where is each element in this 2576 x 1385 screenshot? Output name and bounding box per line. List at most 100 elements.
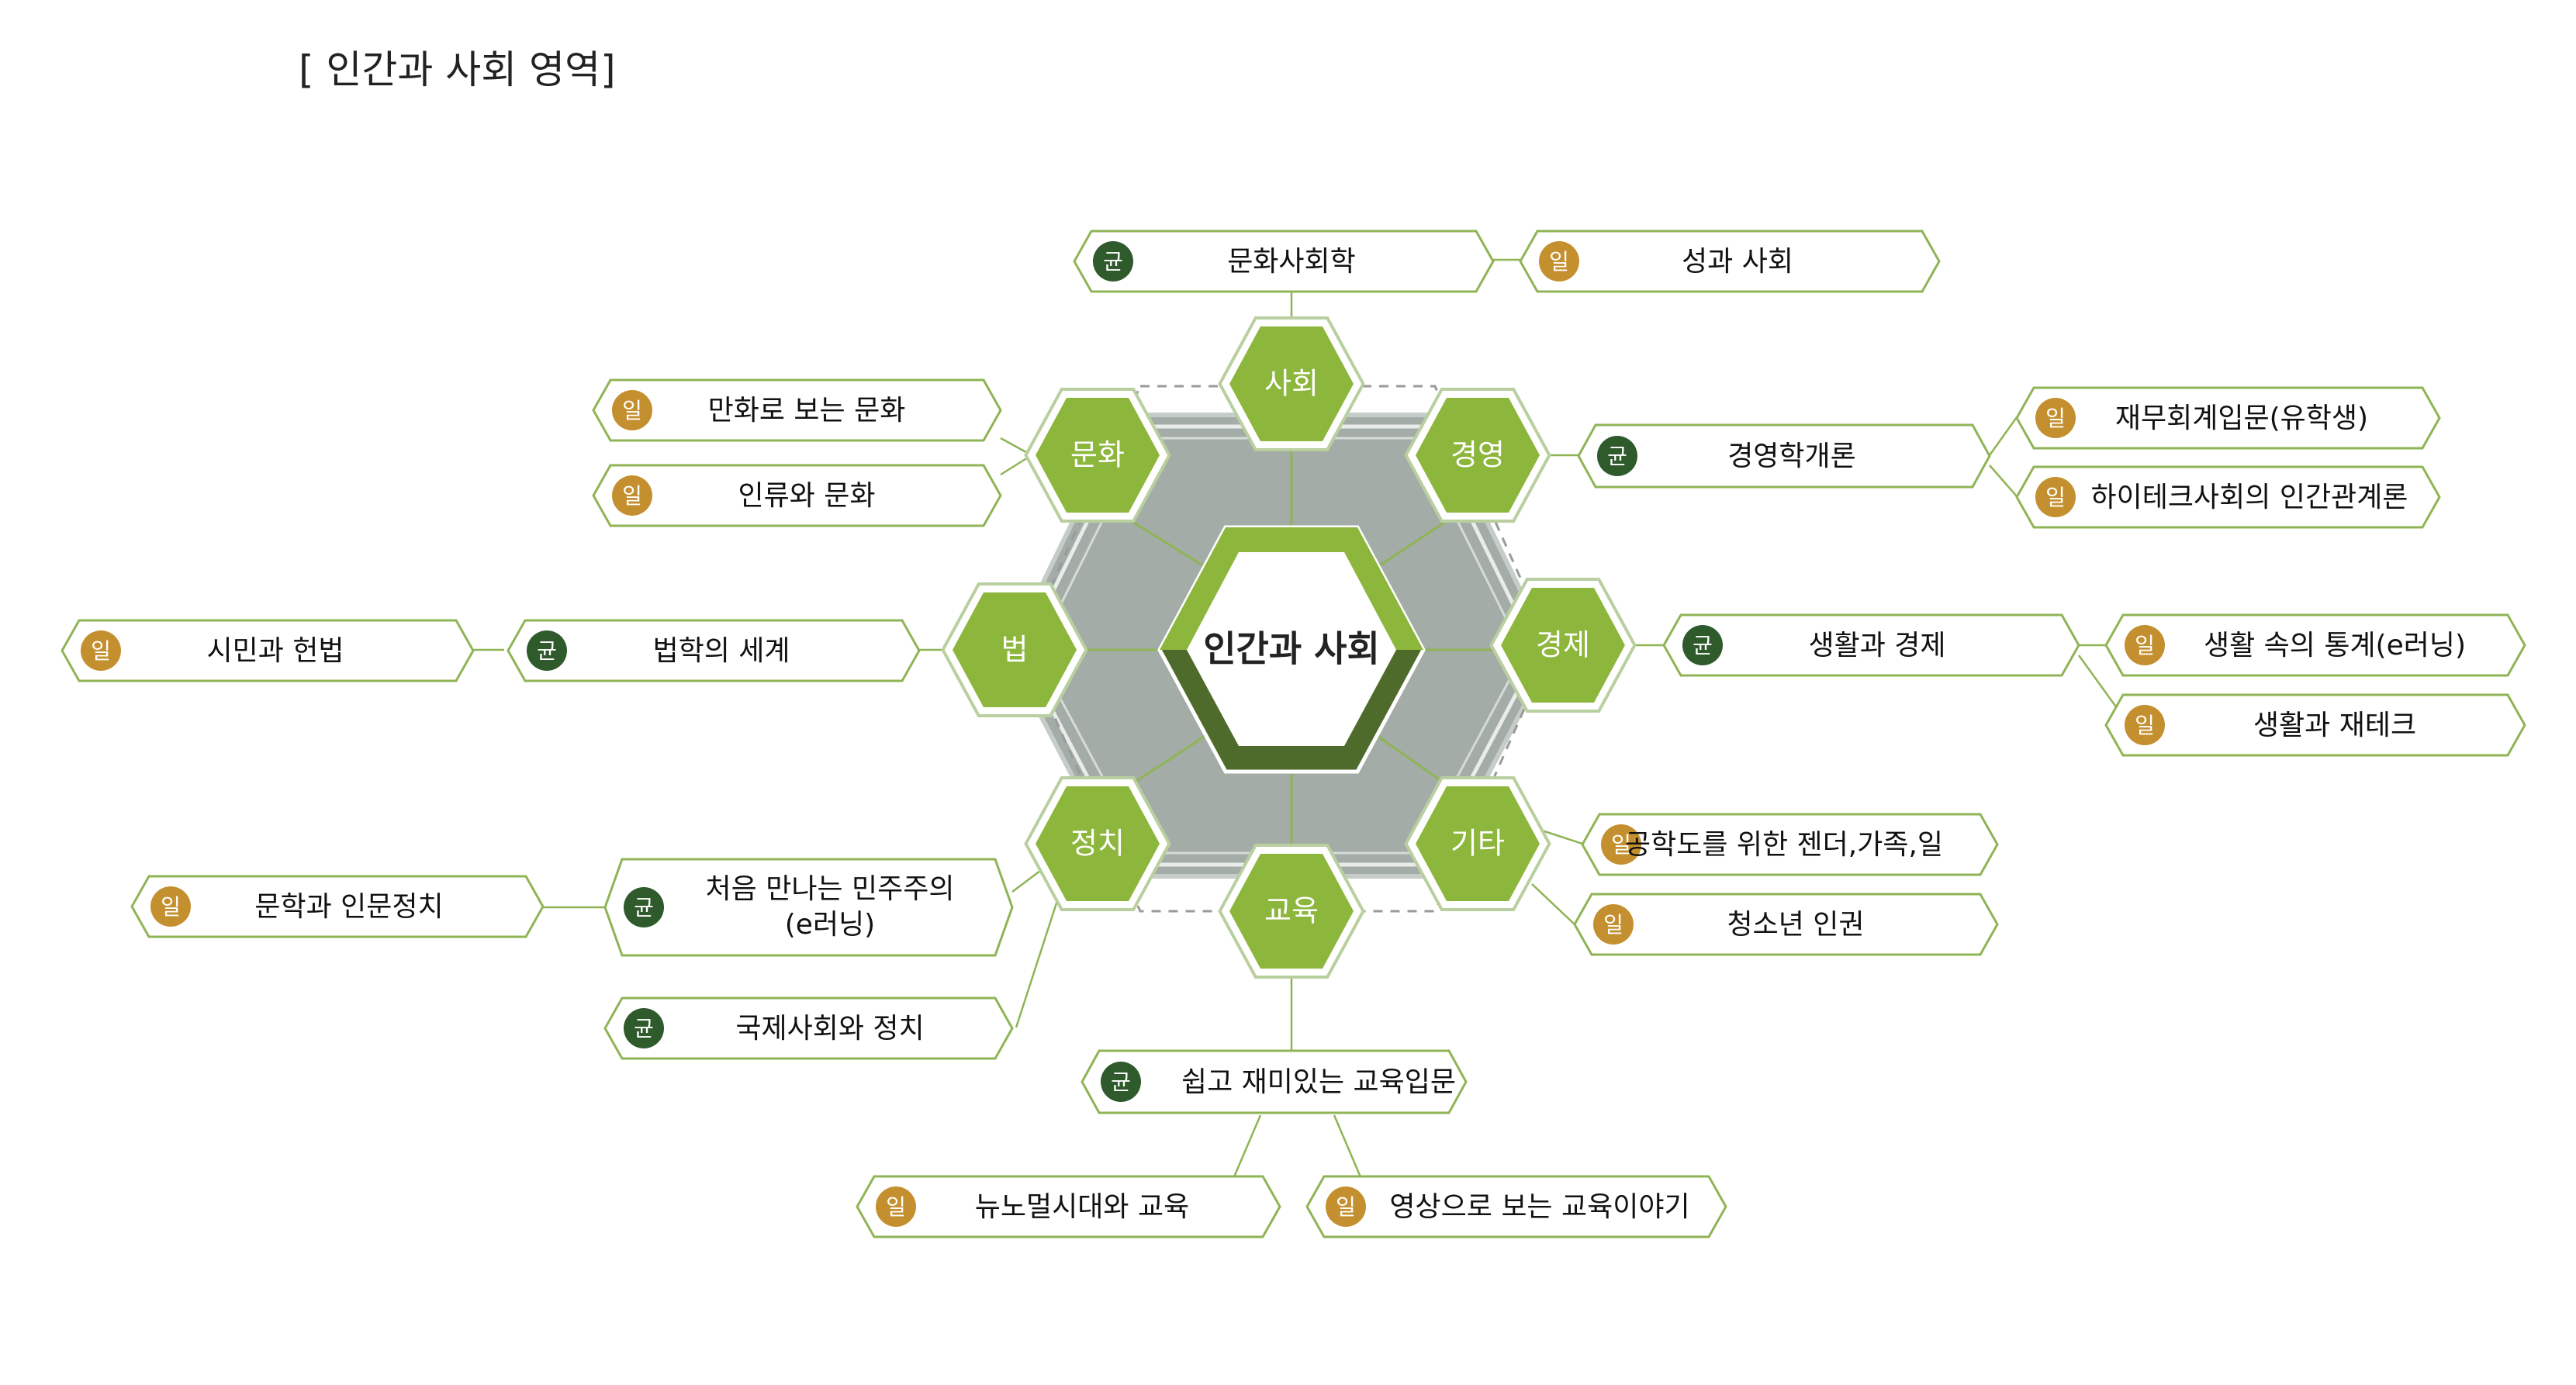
course-box-pol-main-label: (e러닝) [785,909,875,941]
category-hex-business-label: 경영 [1451,438,1505,472]
center-hexagon: 인간과 사회 [1157,525,1426,774]
course-box-pol-3-label: 국제사회와 정치 [735,1013,924,1045]
category-hex-business: 경영 [1404,388,1551,523]
badge-label: 일 [1603,912,1623,938]
badge-label: 균 [537,638,557,664]
category-hex-education-label: 교육 [1264,894,1319,928]
badge-gyun-icon [527,630,567,671]
course-box-cul-2: 일 인류와 문화 [592,464,1002,527]
category-hex-economy-fill [1501,588,1625,703]
course-box-eco-2: 일 생활과 재테크 [2104,693,2526,757]
course-box-law-main: 균 법학의 세계 [507,619,921,682]
course-box-eco-2-outline [2104,693,2526,757]
category-hex-politics-fill [1036,786,1160,901]
course-box-law-main-label: 법학의 세계 [652,635,790,667]
badge-label: 일 [622,483,642,509]
category-hex-culture-label: 문화 [1070,438,1125,472]
badge-gyun-icon [1101,1062,1141,1102]
badge-gyun-icon [1597,436,1637,476]
category-hex-law-label: 법 [1001,633,1029,667]
badge-label: 일 [1336,1194,1356,1220]
badge-label: 일 [886,1194,906,1220]
badge-il-icon [1601,824,1641,865]
course-box-pol-3: 균 국제사회와 정치 [603,996,1014,1060]
category-hex-etc-fill [1416,786,1540,901]
category-hex-law: 법 [941,582,1088,717]
course-box-pol-3-outline [603,996,1014,1060]
course-box-cul-1: 일 만화로 보는 문화 [592,378,1002,442]
conn-pol [1011,868,1044,893]
badge-label: 균 [1111,1069,1131,1095]
badge-gyun-icon [624,1008,664,1048]
badge-label: 균 [1103,249,1123,275]
course-box-bus-main-label: 경영학개론 [1727,440,1856,472]
badge-label: 일 [622,398,642,423]
course-box-cul-1-label: 만화로 보는 문화 [708,395,906,427]
category-hex-politics: 정치 [1024,776,1171,911]
conn-etc-1 [1539,828,1583,845]
course-box-etc-1-label: 공학도를 위한 젠더,가족,일 [1625,829,1943,861]
course-box-pol-main-outline [603,858,1014,957]
course-box-eco-2-label: 생활과 재테크 [2253,710,2416,741]
course-box-pol-main-label: 처음 만나는 민주주의 [706,873,955,905]
connectors [473,258,2131,1179]
badge-il-icon [1326,1186,1366,1227]
badge-il-icon [150,886,191,927]
course-box-soc-2: 일 성과 사회 [1519,230,1941,293]
badge-il-icon [612,475,652,516]
category-hex-culture-fill [1036,398,1160,513]
course-box-soc-2-label: 성과 사회 [1682,246,1793,278]
badge-il-icon [1539,241,1579,281]
category-hex-education-fill [1229,854,1354,969]
course-box-bus-2-outline [2015,465,2441,529]
badge-label: 균 [634,895,654,920]
course-box-eco-1: 일 생활 속의 통계(e러닝) [2104,613,2526,677]
center-label: 인간과 사회 [1203,628,1380,670]
course-box-soc-main-outline [1073,230,1495,293]
course-box-pol-2-label: 문학과 인문정치 [254,891,443,923]
category-hex-etc: 기타 [1404,776,1551,911]
category-hex-etc-label: 기타 [1451,827,1505,861]
course-box-law-2-outline [61,619,475,682]
course-box-cul-2-label: 인류와 문화 [738,480,875,512]
badge-label: 균 [634,1016,654,1041]
badge-label: 일 [91,638,111,664]
course-box-law-2-label: 시민과 헌법 [206,635,344,667]
course-box-eco-main-label: 생활과 경제 [1808,630,1945,661]
course-box-pol-2: 일 문학과 인문정치 [130,875,545,938]
conn-bus-1 [1988,416,2018,456]
badge-il-icon [876,1186,916,1227]
badge-label: 일 [161,894,181,920]
course-box-bus-main-outline [1577,423,1991,489]
badge-label: 일 [1611,832,1631,858]
course-box-eco-1-label: 생활 속의 통계(e러닝) [2204,630,2466,661]
course-box-etc-2-label: 청소년 인권 [1727,909,1864,941]
course-box-bus-2-label: 하이테크사회의 인간관계론 [2091,482,2408,513]
badge-gyun-icon [1093,241,1133,281]
course-box-pol-2-outline [130,875,545,938]
course-box-edu-2-outline [1305,1175,1727,1238]
course-box-cul-2-outline [592,464,1002,527]
course-box-bus-1-label: 재무회계입문(유학생) [2115,402,2368,434]
badge-label: 일 [1549,249,1569,275]
course-box-edu-2-label: 영상으로 보는 교육이야기 [1389,1191,1689,1223]
course-box-etc-1-outline [1581,813,1999,876]
course-box-eco-main-outline [1662,613,2080,677]
badge-label: 일 [2135,633,2155,658]
course-box-bus-1-outline [2015,386,2441,450]
category-hex-education: 교육 [1218,844,1365,979]
center-hexagon-inner [1187,552,1396,746]
conn-etc-2 [1531,883,1575,925]
badge-il-icon [612,390,652,430]
category-hex-law-fill [953,592,1077,707]
category-hex-society-fill [1229,326,1354,441]
course-box-etc-2: 일 청소년 인권 [1573,893,1999,956]
course-box-cul-1-outline [592,378,1002,442]
conn-edu-2 [1333,1114,1363,1179]
badge-label: 일 [2135,713,2155,738]
